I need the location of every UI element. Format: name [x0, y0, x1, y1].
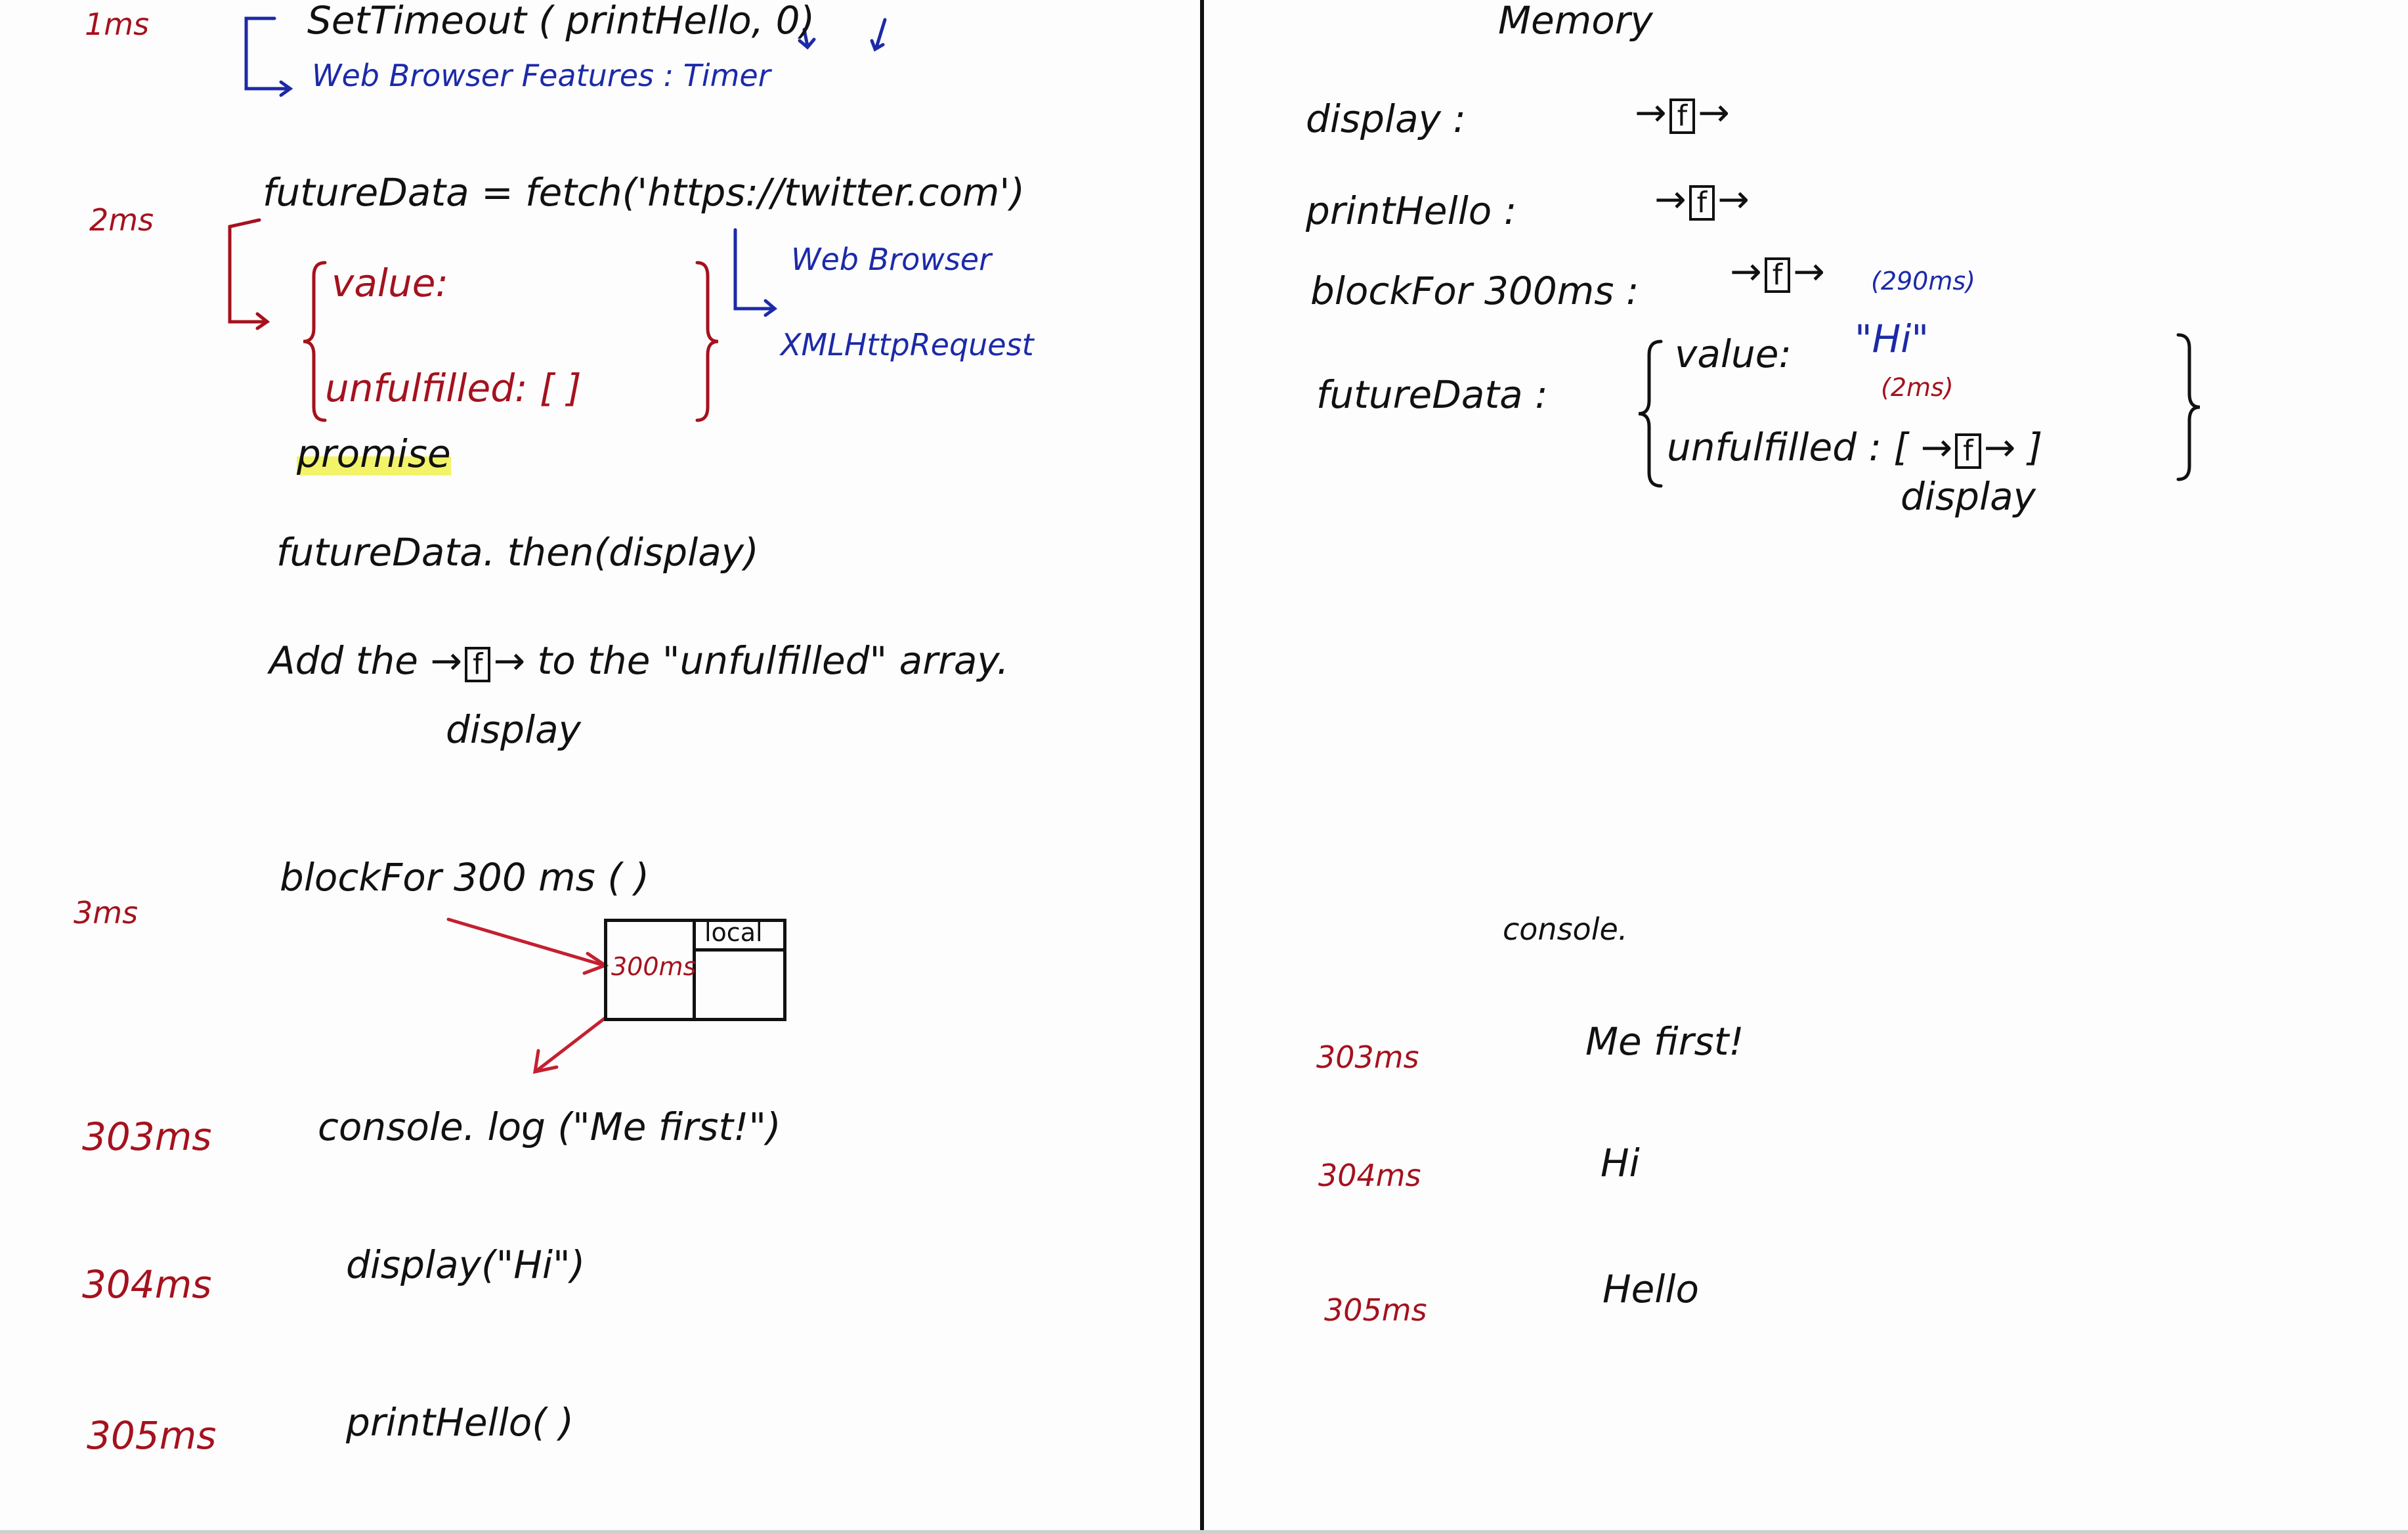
bracket-arrow-promise [228, 218, 270, 330]
function-icon: f [464, 647, 491, 683]
value-time-note: (2ms) [1881, 373, 1954, 402]
timestamp-305ms: 305ms [87, 1413, 217, 1458]
arrow-into-stack [446, 917, 609, 975]
promise-label: promise [297, 431, 451, 476]
console-output-hi: Hi [1601, 1141, 1640, 1185]
console-log-code: console. log ("Me first!") [318, 1105, 781, 1149]
printhello-code: printHello( ) [346, 1400, 574, 1445]
bottom-edge [0, 1530, 2408, 1534]
futuredata-close-brace [2176, 333, 2201, 481]
memory-value: "Hi" [1855, 317, 1929, 361]
stack-local-label: local [704, 918, 763, 947]
timestamp-304ms: 304ms [82, 1262, 212, 1307]
memory-printhello-fn: →f→ [1654, 177, 1750, 221]
function-icon: f [1955, 433, 1981, 470]
console-output-hello: Hello [1602, 1267, 1700, 1311]
console-time-304: 304ms [1318, 1158, 1421, 1193]
memory-printhello-label: printHello : [1306, 188, 1517, 233]
display-label: display [446, 707, 581, 752]
timestamp-1ms: 1ms [85, 7, 150, 42]
memory-futuredata-label: futureData : [1316, 372, 1548, 417]
memory-display-fn: →f→ [1635, 90, 1730, 135]
arrow-out-of-stack [532, 1016, 607, 1074]
function-icon: f [1669, 99, 1696, 135]
console-time-303: 303ms [1316, 1040, 1419, 1075]
promise-unfulfilled-label: unfulfilled: [ ] [325, 366, 582, 410]
blockfor-remaining-note: (290ms) [1871, 267, 1975, 296]
memory-value-label: value: [1675, 332, 1792, 376]
add-text-1: Add the [269, 638, 418, 683]
function-icon: f [1688, 185, 1715, 221]
timestamp-3ms: 3ms [74, 895, 139, 931]
memory-blockfor-fn: →f→ [1730, 249, 1825, 294]
function-icon: f [1764, 257, 1791, 294]
arrow-web-browser [733, 228, 778, 317]
fetch-code: futureData = fetch('https://twitter.com'… [263, 170, 1025, 215]
console-output-me-first: Me first! [1585, 1019, 1744, 1064]
promise-open-brace [303, 261, 327, 422]
console-title: console. [1503, 911, 1628, 947]
unfulfilled-display-fn: display [1901, 474, 2036, 519]
memory-title: Memory [1498, 0, 1653, 43]
memory-display-label: display : [1306, 97, 1466, 141]
call-stack-frame: local 300ms [604, 919, 786, 1021]
page-divider [1200, 0, 1204, 1534]
unfulfilled-label: unfulfilled : [ [1667, 425, 1909, 470]
blockfor-code: blockFor 300 ms ( ) [280, 855, 650, 900]
timestamp-2ms: 2ms [89, 202, 154, 238]
arrow-args [798, 18, 887, 52]
timer-note: Web Browser Features : Timer [312, 58, 771, 93]
then-code: futureData. then(display) [276, 530, 759, 575]
add-function-note: Add the →f→ to the "unfulfilled" array. [269, 638, 1009, 683]
web-browser-note: Web Browser [791, 242, 992, 277]
settimeout-code: SetTimeout ( printHello, 0) [307, 0, 815, 43]
unfulfilled-close: ] [2027, 425, 2043, 470]
futuredata-open-brace [1638, 340, 1663, 488]
console-time-305: 305ms [1324, 1292, 1427, 1328]
display-hi-code: display("Hi") [346, 1242, 586, 1287]
promise-value-label: value: [332, 261, 448, 305]
bracket-arrow-timer [244, 16, 293, 97]
add-text-2: to the "unfulfilled" array. [537, 638, 1009, 683]
xhr-note: XMLHttpRequest [781, 327, 1034, 362]
memory-unfulfilled: unfulfilled : [ →f→ ] [1667, 425, 2043, 470]
promise-close-brace [695, 261, 719, 422]
stack-time-label: 300ms [611, 952, 697, 981]
memory-blockfor-label: blockFor 300ms : [1310, 269, 1639, 313]
timestamp-303ms: 303ms [82, 1114, 212, 1159]
